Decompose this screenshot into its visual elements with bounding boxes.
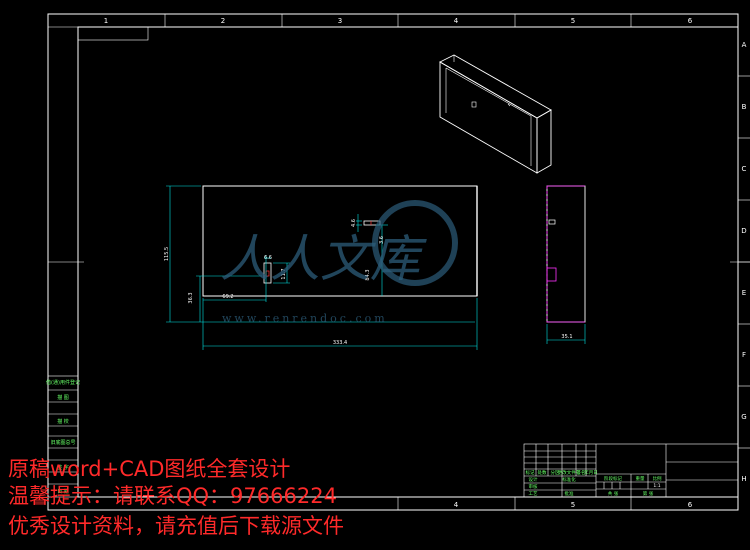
side-view bbox=[546, 185, 586, 323]
grid-col-1: 1 bbox=[104, 17, 108, 25]
tb-value-scale: 1:1 bbox=[653, 483, 660, 489]
side-view-dimension-lines bbox=[546, 324, 586, 344]
grid-col-5: 5 bbox=[571, 17, 575, 25]
zone-dividers-top bbox=[164, 14, 632, 510]
side-view-hole bbox=[546, 267, 557, 282]
grid-col-bottom-5: 5 bbox=[571, 501, 575, 509]
tb-label-weight: 重量 bbox=[636, 475, 645, 482]
tb-label-standard: 标准化 bbox=[562, 476, 576, 483]
grid-col-4: 4 bbox=[454, 17, 459, 25]
title-block bbox=[523, 443, 739, 498]
tb-label-review: 审核 bbox=[529, 483, 538, 490]
dim-offset-x: 69.2 bbox=[222, 294, 233, 300]
side-label-old-drawing-no: 旧底图总号 bbox=[50, 439, 75, 446]
grid-col-bottom-6: 6 bbox=[688, 501, 693, 509]
side-view-slot bbox=[548, 219, 556, 225]
dim-offset-y: 36.3 bbox=[188, 292, 194, 303]
dim-overall-width: 333.4 bbox=[333, 340, 347, 346]
grid-row-d: D bbox=[741, 227, 746, 235]
grid-row-g: G bbox=[741, 413, 746, 421]
tb-label-process: 工艺 bbox=[529, 491, 538, 497]
tb-label-stage: 阶段标记 bbox=[604, 475, 622, 482]
tb-label-count: 处数 bbox=[538, 469, 547, 476]
tb-label-approve: 批准 bbox=[565, 490, 574, 497]
side-label-tracing: 描 图 bbox=[57, 394, 69, 401]
side-view-outline bbox=[546, 185, 586, 323]
dim-slot-width: 4.6 bbox=[351, 219, 357, 227]
top-left-label-box bbox=[77, 26, 149, 41]
side-label-signature: 签 字 bbox=[57, 464, 69, 471]
grid-col-bottom-4: 4 bbox=[454, 501, 459, 509]
tb-label-design: 设计 bbox=[529, 476, 538, 483]
front-view-dimension-lines bbox=[166, 185, 478, 350]
overlay-promo-line-3: 优秀设计资料，请充值后下载源文件 bbox=[8, 514, 344, 538]
overlay-promo-line-2: 温馨提示：请联系QQ：97666224 bbox=[8, 484, 337, 508]
watermark-text: 人人文库 bbox=[220, 230, 427, 288]
overlay-promo-line-1: 原稿word+CAD图纸全套设计 bbox=[8, 457, 291, 481]
tb-label-scale: 比例 bbox=[653, 475, 662, 482]
side-label-common-parts: 借(通)用件登记 bbox=[46, 379, 80, 386]
side-label-trace-check: 描 校 bbox=[57, 418, 69, 425]
watermark: 人人文库 www.renrendoc.com bbox=[220, 200, 458, 325]
grid-col-2: 2 bbox=[221, 17, 225, 25]
watermark-url: www.renrendoc.com bbox=[222, 312, 388, 325]
dim-slot-y: 84.3 bbox=[365, 269, 371, 280]
tb-label-total-sheets: 共 张 bbox=[608, 490, 619, 497]
side-label-date: 日 期 bbox=[57, 489, 69, 495]
tb-label-sign: 签名 bbox=[577, 469, 586, 476]
grid-row-h: H bbox=[741, 475, 746, 483]
tb-label-date: 年月日 bbox=[584, 469, 598, 476]
tb-label-zone: 分区 bbox=[551, 469, 560, 476]
dim-side-width: 35.1 bbox=[561, 334, 572, 340]
left-side-panel bbox=[47, 375, 79, 498]
grid-row-e: E bbox=[742, 289, 746, 297]
grid-col-3: 3 bbox=[338, 17, 342, 25]
tb-label-change-doc: 更改文件号 bbox=[558, 469, 581, 476]
isometric-view bbox=[439, 54, 552, 174]
dim-hole-width: 6.6 bbox=[264, 255, 272, 261]
front-view-hole bbox=[263, 262, 272, 284]
grid-row-a: A bbox=[742, 41, 747, 49]
dim-hole-height: 11.7 bbox=[281, 268, 287, 279]
grid-row-f: F bbox=[742, 351, 746, 359]
watermark-ring bbox=[372, 200, 458, 286]
front-view bbox=[202, 185, 478, 297]
dim-overall-height: 115.5 bbox=[164, 247, 170, 261]
grid-row-c: C bbox=[742, 165, 747, 173]
dim-slot-height: 3.6 bbox=[379, 236, 385, 244]
grid-row-b: B bbox=[742, 103, 747, 111]
tb-label-mark: 标记 bbox=[526, 469, 535, 476]
zone-dividers-right bbox=[738, 75, 750, 449]
tb-label-sheet-no: 第 张 bbox=[643, 490, 654, 497]
grid-col-6: 6 bbox=[688, 17, 693, 25]
